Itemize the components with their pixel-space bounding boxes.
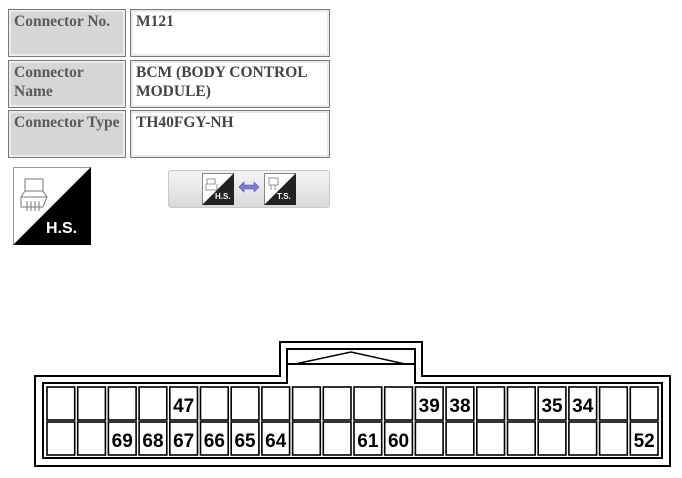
pin-39: 39	[414, 386, 444, 421]
view-switch-button[interactable]: H.S. T.S.	[168, 170, 330, 208]
pin-cavity-empty	[138, 386, 168, 421]
pin-number-label: 39	[419, 396, 440, 417]
pin-cavity-empty	[629, 386, 659, 421]
pin-number-label: 69	[112, 431, 133, 452]
pin-cavity-empty	[475, 421, 506, 456]
pin-47: 47	[169, 386, 199, 421]
hs-label: H.S.	[46, 220, 78, 237]
pin-number-label: 60	[388, 431, 409, 452]
pin-number-label: 47	[173, 396, 194, 417]
pin-number-label: 34	[572, 396, 594, 417]
pin-64: 64	[261, 421, 291, 456]
pin-cavity-empty	[414, 421, 444, 456]
harness-side-mini-icon: H.S.	[202, 173, 234, 205]
pin-number-label: 68	[142, 431, 163, 452]
pin-68: 68	[138, 421, 168, 456]
pin-number-label: 66	[204, 431, 225, 452]
connector-type-row: Connector Type TH40FGY-NH	[8, 110, 330, 158]
pin-cavity-empty	[261, 386, 291, 421]
pin-number-label: 38	[449, 396, 470, 417]
pin-cavity-empty	[230, 386, 260, 421]
pin-38: 38	[445, 386, 475, 421]
pin-cavity-empty	[475, 386, 506, 421]
pin-number-label: 52	[634, 431, 655, 452]
pin-66: 66	[199, 421, 230, 456]
harness-side-connector-icon: H.S.	[13, 167, 91, 245]
pin-67: 67	[169, 421, 199, 456]
pin-cavity-empty	[291, 421, 322, 456]
connector-name-label: Connector Name	[8, 60, 126, 108]
connector-name-value: BCM (BODY CONTROL MODULE)	[130, 60, 330, 108]
lock-wedge	[294, 351, 406, 365]
pin-65: 65	[230, 421, 260, 456]
hs-mini-label: H.S.	[215, 192, 231, 201]
pin-69: 69	[107, 421, 137, 456]
swap-arrows-icon	[238, 180, 260, 198]
pin-cavity-empty	[322, 386, 352, 421]
connector-outer-shell	[34, 341, 671, 467]
ts-mini-label: T.S.	[277, 192, 291, 201]
pin-60: 60	[383, 421, 414, 456]
pin-cavity-empty	[353, 386, 383, 421]
pin-cavity-empty	[383, 386, 414, 421]
pin-number-label: 65	[234, 431, 256, 452]
pin-number-label: 67	[173, 431, 194, 452]
pin-cavity-empty	[322, 421, 352, 456]
pin-cavity-empty	[445, 421, 475, 456]
connector-type-label: Connector Type	[8, 110, 126, 158]
pin-34: 34	[568, 386, 598, 421]
connector-inner-shell	[42, 348, 663, 459]
pin-number-label: 35	[541, 396, 563, 417]
pin-cavity-empty	[76, 421, 107, 456]
pin-number-label: 64	[265, 431, 287, 452]
pin-cavity-empty	[537, 421, 567, 456]
connector-number-label: Connector No.	[8, 9, 126, 57]
pin-cavity-empty	[506, 386, 537, 421]
pin-cavity-empty	[46, 386, 76, 421]
pin-number-label: 61	[357, 431, 379, 452]
pin-61: 61	[353, 421, 383, 456]
pin-cavity-empty	[76, 386, 107, 421]
connector-name-row: Connector Name BCM (BODY CONTROL MODULE)	[8, 60, 330, 108]
pin-cavity-empty	[291, 386, 322, 421]
terminal-side-mini-icon: T.S.	[264, 173, 296, 205]
pin-cavity-empty	[598, 386, 629, 421]
pin-cavity-empty	[506, 421, 537, 456]
pin-35: 35	[537, 386, 567, 421]
pin-52: 52	[629, 421, 659, 456]
connector-face-diagram: 47 39 38 35 34 69 68 67 66 65 64 61 60 52	[34, 341, 671, 467]
pin-cavity-empty	[46, 421, 76, 456]
pin-cavity-empty	[568, 421, 598, 456]
pin-cavity-empty	[107, 386, 137, 421]
connector-number-value: M121	[130, 9, 330, 57]
pin-cavity-empty	[199, 386, 230, 421]
connector-type-value: TH40FGY-NH	[130, 110, 330, 158]
pin-cavity-empty	[598, 421, 629, 456]
connector-number-row: Connector No. M121	[8, 9, 330, 57]
